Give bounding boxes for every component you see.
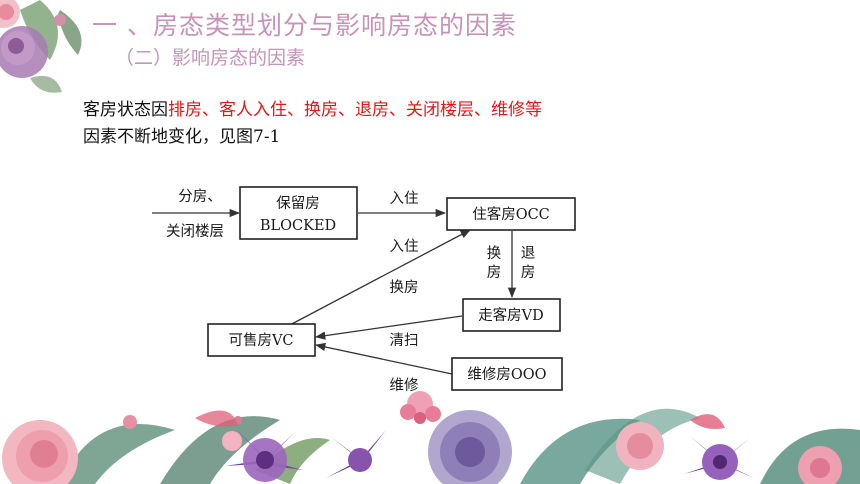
label-occ-to-vd-left-a: 换: [487, 245, 502, 262]
node-vd-label: 走客房VD: [478, 307, 544, 324]
node-blocked: 保留房 BLOCKED: [239, 186, 358, 240]
label-blocked-to-occ: 入住: [390, 190, 419, 207]
node-vc: 可售房VC: [207, 323, 316, 357]
paragraph-line-1: 客房状态因排房、客人入住、换房、退房、关闭楼层、维修等: [83, 97, 542, 124]
node-ooo-label: 维修房OOO: [467, 366, 546, 383]
slide-subtitle: （二）影响房态的因素: [115, 47, 306, 69]
node-occ: 住客房OCC: [446, 197, 576, 231]
slide-title: 一 、房态类型划分与影响房态的因素: [92, 11, 517, 40]
label-occ-to-vd-right-a: 退: [521, 245, 536, 262]
paragraph-prefix: 客房状态因: [83, 100, 168, 120]
label-vc-to-occ-lower: 换房: [390, 279, 419, 296]
label-input-bottom: 关闭楼层: [166, 223, 224, 240]
node-vc-label: 可售房VC: [228, 332, 293, 349]
node-occ-label: 住客房OCC: [472, 206, 550, 223]
label-vc-to-occ-upper: 入住: [390, 238, 419, 255]
label-ooo-to-vc: 维修: [390, 377, 419, 394]
label-occ-to-vd-right-b: 房: [521, 264, 536, 281]
node-blocked-line1: 保留房: [276, 195, 320, 212]
label-vd-to-vc: 清扫: [390, 332, 419, 349]
node-ooo: 维修房OOO: [451, 357, 563, 391]
body-paragraph: 客房状态因排房、客人入住、换房、退房、关闭楼层、维修等 因素不断地变化，见图7-…: [83, 97, 542, 151]
node-blocked-line2: BLOCKED: [260, 218, 336, 234]
edge-vd-to-vc: [314, 315, 463, 340]
edge-vc-to-occ: [287, 229, 471, 327]
paragraph-highlight: 排房、客人入住、换房、退房、关闭楼层、维修等: [168, 100, 542, 120]
edge-ooo-to-vc: [314, 342, 453, 375]
paragraph-line-2: 因素不断地变化，见图7-1: [83, 127, 281, 147]
label-input-top: 分房、: [178, 188, 222, 205]
label-occ-to-vd-left-b: 房: [487, 264, 502, 281]
node-vd: 走客房VD: [462, 298, 561, 332]
